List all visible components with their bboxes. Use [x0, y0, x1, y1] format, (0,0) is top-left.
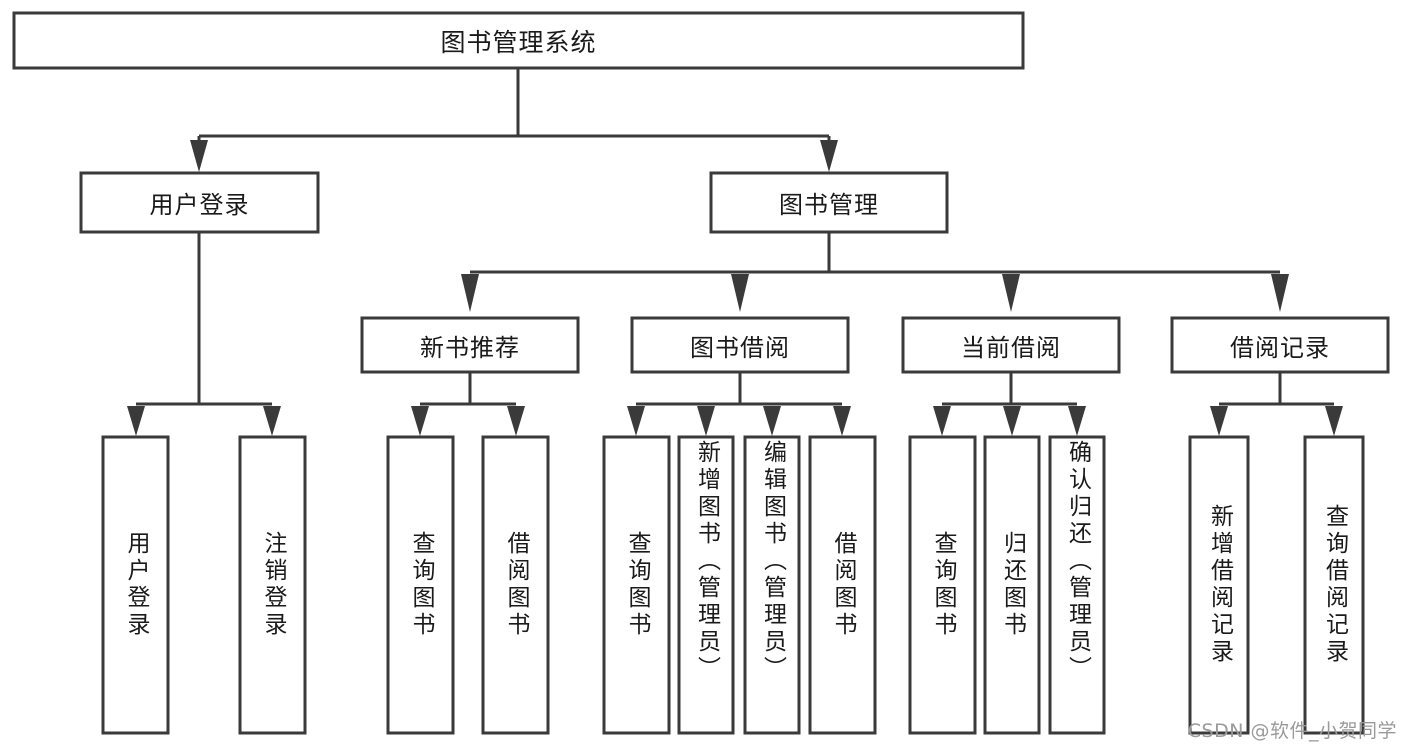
node-leaf-add-record-box[interactable]: [1188, 435, 1250, 735]
arrow-currentborrow-leaf2-icon: [1003, 406, 1021, 436]
arrow-bookborrow-leaf2-icon: [697, 406, 715, 436]
node-leaf-query-book-2-box[interactable]: [602, 435, 671, 735]
arrow-newbook-leaf1-icon: [411, 406, 429, 436]
connector-layer: [127, 68, 1343, 436]
arrow-user-login-leaf2-icon: [263, 406, 281, 436]
arrow-bookborrow-leaf4-icon: [833, 406, 851, 436]
arrow-user-login-leaf1-icon: [127, 406, 145, 436]
arrow-bookborrow-leaf3-icon: [763, 406, 781, 436]
arrow-borrowrecord-leaf1-icon: [1210, 406, 1228, 436]
node-leaf-borrow-book-1-box[interactable]: [481, 435, 550, 735]
node-current-borrow-box[interactable]: [901, 316, 1121, 374]
node-leaf-logout-box[interactable]: [238, 435, 307, 735]
arrow-newbook-leaf2-icon: [507, 406, 525, 436]
arrow-book-manage-c1-icon: [461, 274, 479, 312]
node-leaf-confirm-return-box[interactable]: [1048, 435, 1106, 735]
arrow-root-to-user-login-icon: [190, 140, 208, 172]
node-layer: [12, 11, 1390, 735]
node-book-manage-box[interactable]: [709, 171, 949, 234]
node-new-book-recommend-box[interactable]: [360, 316, 580, 374]
node-leaf-add-book-box[interactable]: [677, 435, 735, 735]
node-borrow-record-box[interactable]: [1170, 316, 1390, 374]
node-root-box[interactable]: [12, 11, 1025, 70]
arrow-book-manage-c2-icon: [731, 274, 749, 312]
arrow-currentborrow-leaf3-icon: [1068, 406, 1086, 436]
arrow-book-manage-c3-icon: [1002, 274, 1020, 312]
arrow-borrowrecord-leaf2-icon: [1325, 406, 1343, 436]
node-book-borrow-box[interactable]: [630, 316, 850, 374]
node-leaf-edit-book-box[interactable]: [743, 435, 801, 735]
arrow-bookborrow-leaf1-icon: [627, 406, 645, 436]
node-leaf-return-book-box[interactable]: [983, 435, 1041, 735]
node-leaf-borrow-book-2-box[interactable]: [808, 435, 877, 735]
node-user-login-box[interactable]: [79, 171, 320, 234]
arrow-book-manage-c4-icon: [1271, 274, 1289, 312]
node-leaf-query-book-1-box[interactable]: [386, 435, 455, 735]
node-leaf-user-login-box[interactable]: [101, 435, 170, 735]
node-leaf-query-record-box[interactable]: [1303, 435, 1365, 735]
node-leaf-query-book-3-box[interactable]: [908, 435, 977, 735]
arrow-currentborrow-leaf1-icon: [933, 406, 951, 436]
arrow-root-to-book-manage-icon: [820, 140, 838, 172]
